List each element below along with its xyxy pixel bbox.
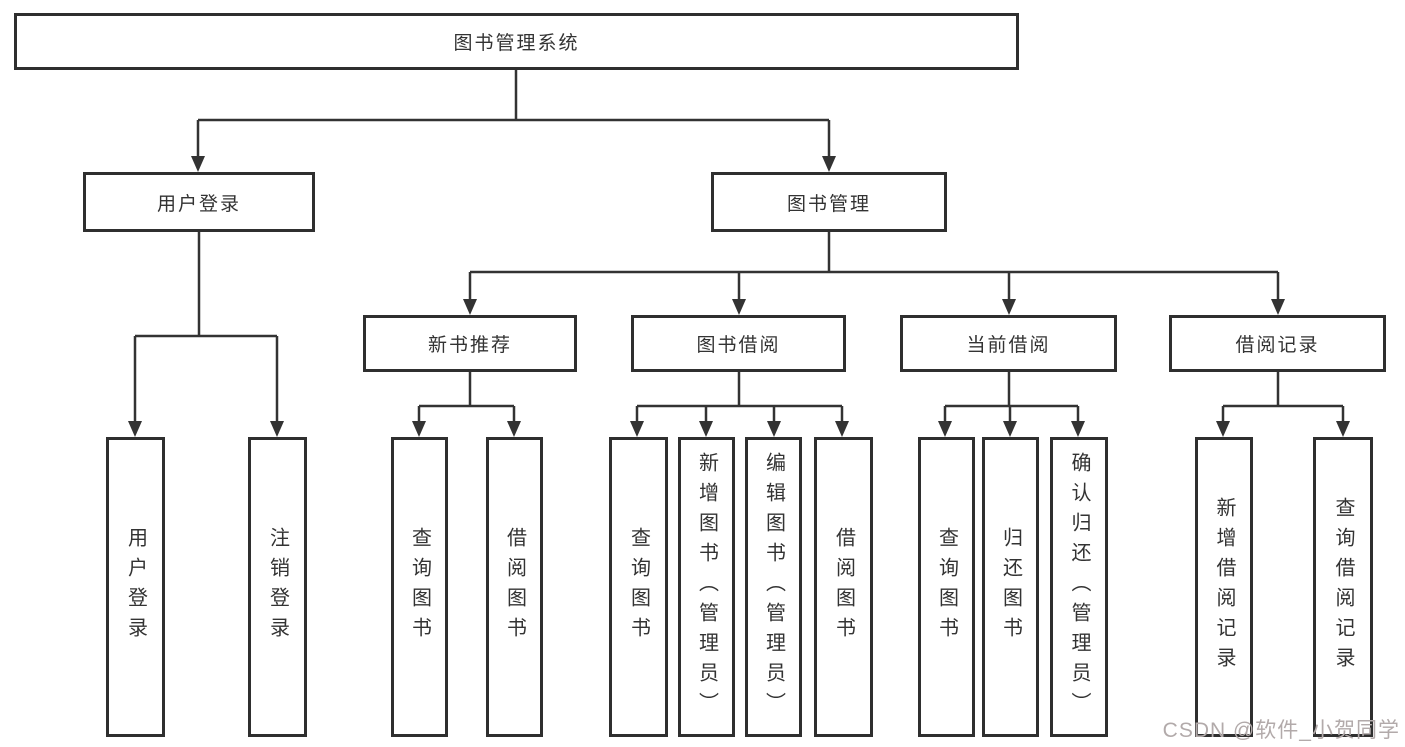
node-book-borrow: 图书借阅 (631, 315, 846, 372)
leaf-label: 查询图书 (627, 527, 650, 647)
leaf-label: 借阅图书 (832, 527, 855, 647)
leaf-label: 注销登录 (266, 527, 289, 647)
leaf-label: 查询图书 (408, 527, 431, 647)
node-root: 图书管理系统 (14, 13, 1019, 70)
leaf-label: 新增借阅记录 (1213, 497, 1235, 677)
leaf-query-books-recommend: 查询图书 (391, 437, 448, 737)
leaf-user-login: 用户登录 (106, 437, 165, 737)
leaf-return-books: 归还图书 (982, 437, 1039, 737)
leaf-label: 借阅图书 (503, 527, 526, 647)
leaf-query-borrow-record: 查询借阅记录 (1313, 437, 1373, 737)
leaf-label: 归还图书 (999, 527, 1022, 647)
leaf-label: 查询借阅记录 (1332, 497, 1354, 677)
connector-path (133, 70, 1345, 423)
leaf-query-books-borrow: 查询图书 (609, 437, 668, 737)
leaf-label: 确认归还（管理员） (1068, 452, 1090, 722)
leaf-label: 查询图书 (935, 527, 958, 647)
leaf-borrow-books: 借阅图书 (814, 437, 873, 737)
leaf-query-books-current: 查询图书 (918, 437, 975, 737)
leaf-add-books-admin: 新增图书（管理员） (678, 437, 735, 737)
node-borrow-records: 借阅记录 (1169, 315, 1386, 372)
node-current-borrow: 当前借阅 (900, 315, 1117, 372)
leaf-edit-books-admin: 编辑图书（管理员） (745, 437, 802, 737)
leaf-add-borrow-record: 新增借阅记录 (1195, 437, 1253, 737)
node-user-login-branch: 用户登录 (83, 172, 315, 232)
node-new-book-recommend: 新书推荐 (363, 315, 577, 372)
leaf-confirm-return-admin: 确认归还（管理员） (1050, 437, 1108, 737)
node-book-management: 图书管理 (711, 172, 947, 232)
leaf-label: 编辑图书（管理员） (762, 452, 785, 722)
leaf-label: 用户登录 (124, 527, 147, 647)
leaf-logout: 注销登录 (248, 437, 307, 737)
csdn-watermark: CSDN @软件_小贺同学 (1162, 719, 1400, 742)
leaf-label: 新增图书（管理员） (695, 452, 718, 722)
leaf-borrow-books-recommend: 借阅图书 (486, 437, 543, 737)
